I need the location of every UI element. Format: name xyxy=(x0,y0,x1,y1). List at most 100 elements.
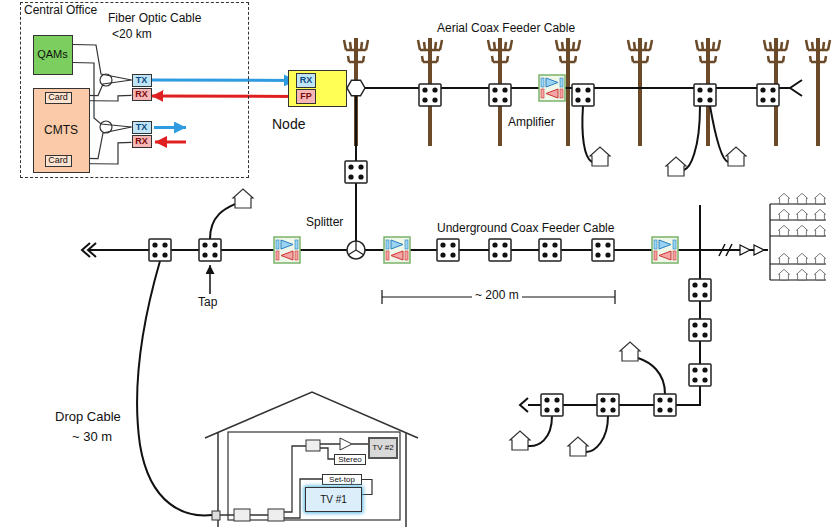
utility-pole xyxy=(806,38,830,146)
text-label: ~ 30 m xyxy=(72,430,112,445)
fiber-forward xyxy=(152,79,297,83)
tap-symbol xyxy=(654,394,676,416)
tap-symbol xyxy=(689,279,711,301)
drop-cable xyxy=(582,106,592,162)
house-icon xyxy=(726,147,746,166)
node-label: FP xyxy=(300,92,312,101)
tap-symbol xyxy=(689,364,711,386)
fiber-forward xyxy=(154,126,186,129)
utility-pole xyxy=(418,38,442,146)
text-label: Fiber Optic Cable xyxy=(108,12,201,26)
house-icon xyxy=(797,269,808,279)
house-icon xyxy=(815,253,826,263)
qam-box: QAMs xyxy=(33,35,73,75)
line-extender xyxy=(740,245,764,255)
cable-end xyxy=(790,80,802,96)
tap-symbol xyxy=(539,239,561,261)
utility-pole xyxy=(628,38,652,146)
text-label: Aerial Coax Feeder Cable xyxy=(437,22,575,36)
stereo-box: Stereo xyxy=(334,454,366,465)
tap-symbol xyxy=(694,84,716,106)
text-label: Splitter xyxy=(306,216,343,230)
house-icon xyxy=(666,157,686,176)
cmts-box: CMTSCardCard xyxy=(33,88,90,173)
house-icon xyxy=(779,193,790,203)
drop-cable xyxy=(684,106,700,170)
house-icon xyxy=(797,209,808,219)
utility-pole xyxy=(488,38,512,146)
house-icon xyxy=(797,193,808,203)
house-icon xyxy=(233,189,253,208)
drop-cable xyxy=(710,106,728,162)
aerial-feeder xyxy=(347,87,790,89)
drop-cable xyxy=(638,358,665,394)
text-label: Amplifier xyxy=(508,116,555,130)
tap-symbol xyxy=(489,84,511,106)
text-label: Underground Coax Feeder Cable xyxy=(437,222,614,236)
node-receiver: RX xyxy=(296,73,316,88)
text-label: ~ 200 m xyxy=(472,289,522,303)
indoor-splitter xyxy=(306,440,320,451)
tap-symbol xyxy=(541,394,563,416)
amplifier-symbol xyxy=(539,75,565,101)
optical-transmitter: TX xyxy=(132,121,152,134)
house-icon xyxy=(815,225,826,235)
drop-cable xyxy=(528,416,552,446)
node-port xyxy=(347,80,365,96)
node-label: TX xyxy=(136,76,148,85)
node-label: Set-top xyxy=(329,476,355,484)
node-label: TV #1 xyxy=(320,495,347,505)
line-card: Card xyxy=(45,155,72,167)
house-icon xyxy=(620,342,640,361)
cable-end xyxy=(520,398,528,412)
break-marks xyxy=(719,244,732,256)
house-icon xyxy=(797,225,808,235)
set-top-box: Set-top xyxy=(322,474,362,485)
fiber-return xyxy=(155,141,186,144)
node-label: RX xyxy=(135,137,148,146)
tap-symbol xyxy=(597,394,619,416)
fiber-return xyxy=(152,95,297,99)
tap-symbol xyxy=(419,84,441,106)
splitter-symbol xyxy=(347,241,365,259)
indoor-coax xyxy=(220,444,368,518)
television: TV #1 xyxy=(305,487,362,512)
house-icon xyxy=(779,225,790,235)
house-icon xyxy=(590,147,610,166)
cable-end xyxy=(82,243,96,257)
node-label: RX xyxy=(300,76,313,85)
hdmi-cable xyxy=(362,480,372,495)
node-label: Central Office xyxy=(24,4,97,16)
house-icon xyxy=(779,209,790,219)
tap-symbol xyxy=(757,84,779,106)
house-icon xyxy=(815,193,826,203)
tap-symbol xyxy=(199,239,221,261)
leader-arrow xyxy=(209,265,211,294)
optical-receiver: RX xyxy=(132,135,152,148)
text-label: <20 km xyxy=(112,28,152,42)
amplifier-symbol xyxy=(384,237,410,263)
node-label: Card xyxy=(48,93,68,102)
house-outline xyxy=(205,392,418,527)
amplifier-symbol xyxy=(274,237,300,263)
indoor-amplifier xyxy=(340,438,352,450)
house-icon xyxy=(779,253,790,263)
indoor-splitter xyxy=(268,509,284,521)
room-outline xyxy=(228,432,400,520)
television: TV #2 xyxy=(368,437,398,459)
optical-receiver: RX xyxy=(132,88,152,101)
node-label: TV #2 xyxy=(372,444,393,452)
node-label: TX xyxy=(136,123,148,132)
node-label: Stereo xyxy=(338,456,362,464)
tap-symbol xyxy=(345,161,367,183)
house-icon xyxy=(815,209,826,219)
house-icon xyxy=(779,269,790,279)
tap-symbol xyxy=(149,239,171,261)
node-label: RX xyxy=(135,90,148,99)
house-icon xyxy=(797,253,808,263)
wall-plate xyxy=(212,511,220,520)
line-card: Card xyxy=(45,92,72,104)
tap-symbol xyxy=(689,319,711,341)
